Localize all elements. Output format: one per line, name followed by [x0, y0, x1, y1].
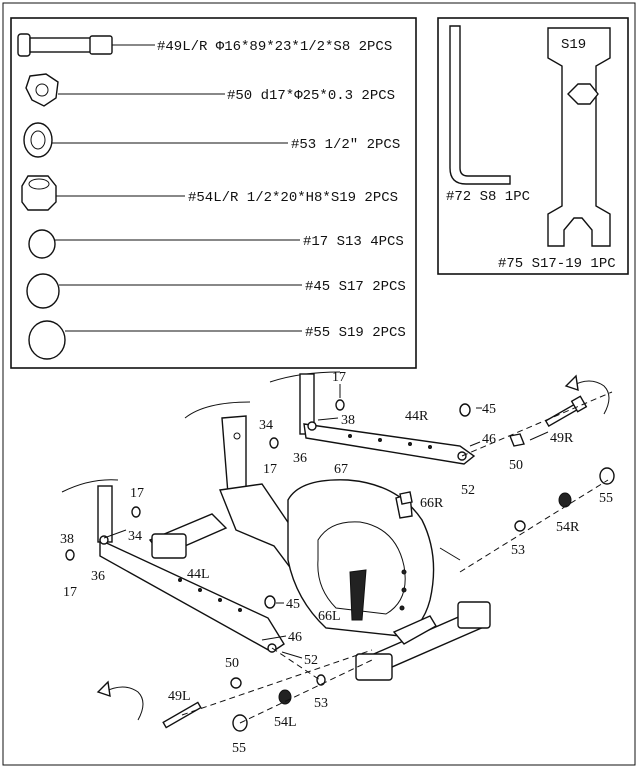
wrench-label: #75 S17-19 1PC [498, 256, 616, 272]
hardware-label-55: #55 S19 2PCS [305, 325, 406, 341]
callout-17-left-bot: 17 [63, 585, 77, 600]
callout-45-left: 45 [286, 597, 300, 612]
allen-key-icon [449, 25, 511, 185]
hardware-list-frame [10, 17, 417, 369]
front-stabilizer-cap [151, 533, 187, 559]
pedal-arm-44R [303, 423, 476, 465]
callout-67: 67 [334, 462, 348, 477]
axle-bolt-icon [17, 33, 155, 57]
medium-cap-icon [26, 273, 302, 309]
callout-46-right: 46 [482, 432, 496, 447]
callout-55-right: 55 [599, 491, 613, 506]
callout-55-left: 55 [232, 741, 246, 756]
callout-34-left: 34 [128, 529, 142, 544]
callout-52-right: 52 [461, 483, 475, 498]
tools-frame [437, 17, 629, 275]
console-mast [221, 415, 247, 495]
callout-46-left: 46 [288, 630, 302, 645]
callout-36-left: 36 [91, 569, 105, 584]
flywheel-housing [287, 479, 435, 637]
callout-36-top: 36 [293, 451, 307, 466]
rear-stabilizer-cap-left [355, 653, 393, 681]
upper-arc-left [184, 401, 251, 419]
callout-17-left-top: 17 [130, 486, 144, 501]
curved-washer-icon [25, 73, 225, 107]
rotate-arrow-left [103, 686, 144, 721]
large-cap-icon [28, 320, 302, 360]
nut-icon [21, 175, 185, 211]
callout-54L: 54L [274, 715, 297, 730]
callout-34-top: 34 [259, 418, 273, 433]
callout-44R: 44R [405, 409, 429, 424]
hardware-label-54: #54L/R 1/2*20*H8*S19 2PCS [188, 190, 398, 206]
small-cap-icon [28, 229, 300, 259]
callout-66L: 66L [318, 609, 341, 624]
callout-44L: 44L [187, 567, 210, 582]
hardware-label-53: #53 1/2″ 2PCS [291, 137, 400, 153]
callout-49L: 49L [168, 689, 191, 704]
callout-66R: 66R [420, 496, 444, 511]
hardware-label-45: #45 S17 2PCS [305, 279, 406, 295]
elliptical-assembly-drawing [61, 371, 615, 732]
callout-17-top: 17 [332, 370, 346, 385]
callout-54R: 54R [556, 520, 580, 535]
allen-key-label: #72 S8 1PC [446, 189, 530, 205]
callout-45-right: 45 [482, 402, 496, 417]
wrench-icon [547, 27, 611, 247]
callout-53-right: 53 [511, 543, 525, 558]
wrench-size-label: S19 [561, 37, 586, 53]
callout-labels: 17 34 38 17 36 44R 45 46 49R 50 52 67 66… [60, 370, 613, 756]
tools-panel: #72 S8 1PC S19 #75 S17-19 1PC [437, 17, 629, 275]
rear-stabilizer-cap-right [457, 601, 491, 629]
callout-49R: 49R [550, 431, 574, 446]
hardware-list-panel: #49L/R Φ16*89*23*1/2*S8 2PCS #50 d17*Φ25… [10, 17, 417, 369]
hardware-label-50: #50 d17*Φ25*0.3 2PCS [227, 88, 395, 104]
pedal-crank-left [349, 569, 367, 621]
callout-38-top: 38 [341, 413, 355, 428]
split-washer-icon [23, 122, 288, 158]
callout-50-right: 50 [509, 458, 523, 473]
hardware-label-49: #49L/R Φ16*89*23*1/2*S8 2PCS [157, 39, 392, 55]
pedal-arm-44L [99, 538, 285, 653]
left-handle-post [97, 485, 113, 543]
callout-17-mid: 17 [263, 462, 277, 477]
callout-38-left: 38 [60, 532, 74, 547]
callout-52-left: 52 [304, 653, 318, 668]
hardware-label-17: #17 S13 4PCS [303, 234, 404, 250]
left-arc [61, 479, 119, 493]
callout-50-left: 50 [225, 656, 239, 671]
callout-53-left: 53 [314, 696, 328, 711]
rotate-arrow-right [571, 380, 610, 415]
